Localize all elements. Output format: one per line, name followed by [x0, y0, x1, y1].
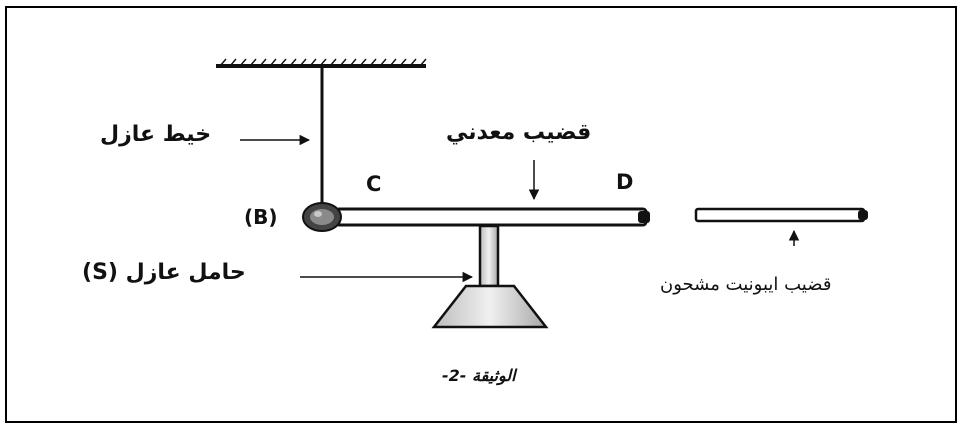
- ebonite-rod: [694, 207, 866, 223]
- ebonite-rod-end: [858, 210, 868, 220]
- document-frame: [5, 6, 957, 423]
- ball-b: [302, 202, 342, 232]
- label-insulating-thread: خيط عازل: [100, 122, 212, 147]
- insulating-support: [431, 224, 549, 329]
- label-point-b: (B): [244, 205, 278, 229]
- label-ebonite-rod: قضيب ايبونيت مشحون: [660, 274, 832, 295]
- ceiling-support: [216, 58, 427, 68]
- label-point-c: C: [366, 172, 382, 196]
- label-point-d: D: [616, 170, 634, 194]
- label-insulating-support: حامل عازل (S): [82, 260, 246, 285]
- label-metal-rod: قضيب معدني: [446, 120, 592, 145]
- metal-rod: [334, 207, 648, 227]
- document-caption: الوثيقة -2-: [442, 366, 516, 385]
- rod-end-d: [638, 211, 650, 223]
